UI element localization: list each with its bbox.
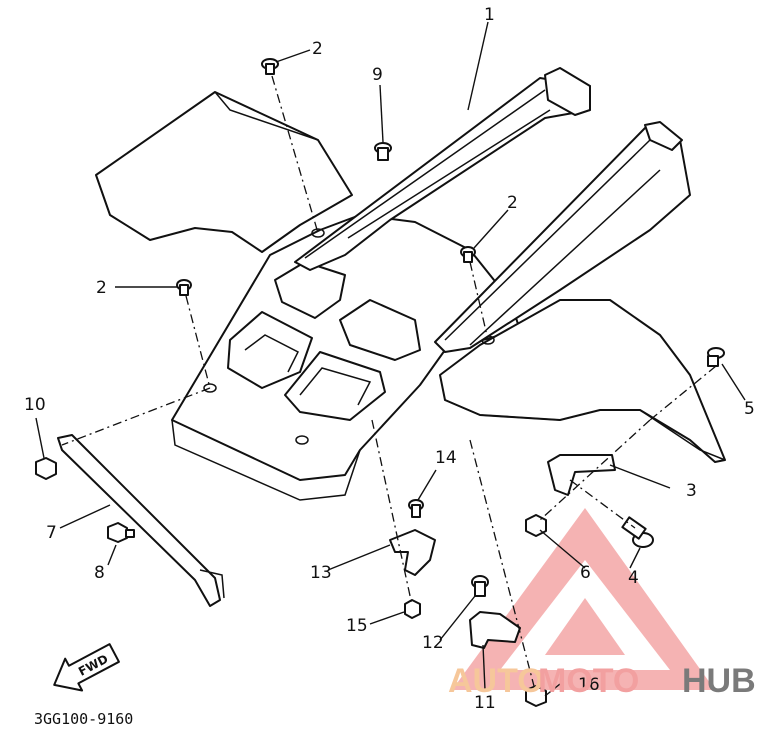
callout-3: 3 (686, 481, 697, 501)
callout-14: 14 (435, 448, 457, 468)
leader-lines (35, 21, 746, 697)
bolt-14 (408, 499, 424, 518)
nut-10 (35, 457, 57, 480)
callout-8: 8 (94, 563, 105, 583)
callout-labels: 1 2 2 2 3 4 5 6 7 8 9 10 11 12 13 14 15 … (24, 5, 755, 713)
fender-right-wing-edge (444, 399, 726, 461)
rear-stay-brace (57, 434, 225, 607)
nut-15 (404, 599, 421, 619)
callout-16: 16 (578, 675, 600, 695)
bolt-9 (374, 142, 392, 161)
nut-16 (525, 685, 547, 707)
fender-storage-well-mid (339, 299, 421, 361)
callout-2-right: 2 (507, 193, 518, 213)
fender-left-wing-edge (95, 91, 319, 241)
watermark-text-moto: MOTO (538, 662, 639, 700)
grab-rail-right-end-cap (644, 121, 683, 151)
assembly-lines (61, 75, 717, 691)
bolt-8 (107, 522, 135, 543)
watermark-text-hub: HUB (682, 662, 756, 700)
bracket-13 (389, 529, 436, 576)
bolt-2-top (261, 58, 279, 75)
rear-fender (95, 91, 726, 501)
grab-rail-left-ridge (304, 89, 551, 259)
watermark-logo (452, 508, 715, 690)
watermark-triangle-core (545, 598, 625, 655)
fender-mount-hole-left (203, 383, 217, 393)
callout-4: 4 (628, 568, 639, 588)
watermark-text-auto: AUTO (448, 662, 544, 700)
bracket-11 (469, 611, 521, 649)
grab-rail-left (294, 67, 591, 271)
well-right-inner (299, 367, 372, 406)
watermark-text: AUTO MOTO HUB (448, 662, 756, 700)
callout-15: 15 (346, 616, 368, 636)
fender-left-wing (95, 91, 353, 253)
callout-11: 11 (474, 693, 496, 713)
grab-rail-left-end-cap (544, 67, 591, 116)
callout-13: 13 (310, 563, 332, 583)
bolt-5 (707, 347, 725, 367)
fender-storage-well-right (284, 351, 386, 421)
callout-1: 1 (484, 5, 495, 25)
callout-2-left: 2 (96, 278, 107, 298)
fasteners (35, 58, 725, 707)
bolt-2-right (460, 246, 476, 263)
callout-9: 9 (372, 65, 383, 85)
fender-mount-hole-rear (311, 228, 325, 238)
stay-brace-flange (199, 569, 225, 599)
fender-storage-well-left (227, 311, 313, 389)
callout-6: 6 (580, 563, 591, 583)
grab-rail-right (434, 121, 691, 353)
callout-10: 10 (24, 395, 46, 415)
callout-7: 7 (46, 523, 57, 543)
well-left-inner (244, 334, 300, 373)
forward-direction-arrow: FWD (53, 643, 120, 692)
callout-2-top: 2 (312, 39, 323, 59)
callout-5: 5 (744, 399, 755, 419)
bracket-3 (547, 454, 616, 496)
fender-mount-hole-front (295, 435, 309, 445)
bolt-2-left (176, 279, 192, 296)
stay-brace-body (57, 434, 221, 607)
callout-12: 12 (422, 633, 444, 653)
fender-deck-front-face (171, 419, 361, 501)
bolt-12 (471, 575, 489, 597)
drawing-code: 3GG100-9160 (34, 710, 133, 728)
grab-rail-right-ridge (444, 139, 661, 346)
